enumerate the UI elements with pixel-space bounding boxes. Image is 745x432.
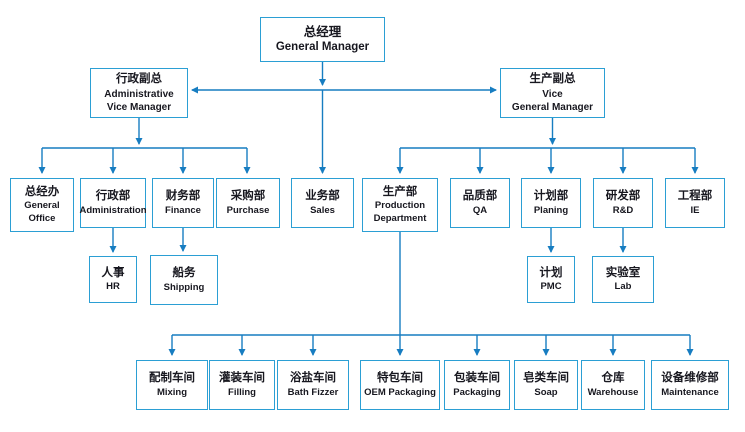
node-label-en: Finance bbox=[165, 204, 201, 216]
node-label-en: IE bbox=[690, 204, 700, 216]
org-node-production-department: 生产部 Production Department bbox=[362, 178, 438, 232]
node-label-zh: 配制车间 bbox=[149, 372, 195, 385]
node-label-en: Maintenance bbox=[661, 386, 719, 398]
node-label-en: Planing bbox=[533, 204, 569, 216]
node-label-zh: 计划部 bbox=[533, 190, 569, 203]
node-label-zh: 业务部 bbox=[305, 190, 340, 203]
node-label-en: Sales bbox=[310, 204, 335, 216]
node-label-zh: 实验室 bbox=[605, 266, 641, 279]
org-node-maintenance: 设备维修部 Maintenance bbox=[651, 360, 729, 410]
node-label-zh: 生产副总 bbox=[529, 73, 576, 86]
node-label-zh: 灌装车间 bbox=[219, 372, 265, 385]
node-label-en: Packaging bbox=[453, 386, 501, 398]
node-label-zh: 包装车间 bbox=[454, 372, 500, 385]
node-label-zh: 船务 bbox=[172, 267, 196, 280]
node-label-en: PMC bbox=[540, 281, 562, 293]
node-label-zh: 生产部 bbox=[382, 185, 418, 198]
org-node-bath-fizzer: 浴盐车间 Bath Fizzer bbox=[277, 360, 349, 410]
org-node-administrative-vice-manager: 行政副总 Administrative Vice Manager bbox=[90, 68, 188, 118]
node-label-zh: 特包车间 bbox=[377, 372, 423, 385]
node-label-en: Vice General Manager bbox=[511, 88, 594, 113]
org-node-packaging: 包装车间 Packaging bbox=[444, 360, 510, 410]
node-label-en: Filling bbox=[228, 386, 256, 398]
org-node-lab: 实验室 Lab bbox=[592, 256, 654, 303]
node-label-zh: 浴盐车间 bbox=[290, 372, 336, 385]
node-label-en: Shipping bbox=[163, 281, 205, 293]
node-label-en: R&D bbox=[612, 204, 634, 216]
node-label-en: HR bbox=[106, 281, 120, 293]
org-node-soap: 皂类车间 Soap bbox=[514, 360, 578, 410]
node-label-zh: 人事 bbox=[101, 266, 125, 279]
org-node-general-manager: 总经理 General Manager bbox=[260, 17, 385, 62]
node-label-en: Lab bbox=[614, 281, 632, 293]
org-node-planing: 计划部 Planing bbox=[521, 178, 581, 228]
node-label-zh: 计划 bbox=[539, 266, 563, 279]
node-label-zh: 总经办 bbox=[24, 185, 60, 198]
node-label-en: OEM Packaging bbox=[364, 386, 436, 398]
node-label-en: General Office bbox=[24, 200, 60, 224]
org-node-qa: 品质部 QA bbox=[450, 178, 510, 228]
node-label-zh: 工程部 bbox=[677, 190, 713, 203]
node-label-en: QA bbox=[472, 204, 488, 216]
org-node-sales: 业务部 Sales bbox=[291, 178, 354, 228]
node-label-en: Soap bbox=[534, 386, 558, 398]
org-node-hr: 人事 HR bbox=[89, 256, 137, 303]
org-node-shipping: 船务 Shipping bbox=[150, 255, 218, 305]
node-label-en: Administrative Vice Manager bbox=[104, 88, 174, 113]
node-label-zh: 总经理 bbox=[303, 24, 342, 39]
node-label-zh: 皂类车间 bbox=[523, 372, 569, 385]
org-node-oem-packaging: 特包车间 OEM Packaging bbox=[360, 360, 440, 410]
org-node-general-office: 总经办 General Office bbox=[10, 178, 74, 232]
node-label-en: General Manager bbox=[275, 41, 370, 54]
node-label-en: Bath Fizzer bbox=[287, 386, 339, 398]
org-node-purchase: 采购部 Purchase bbox=[216, 178, 280, 228]
node-label-zh: 财务部 bbox=[165, 190, 201, 203]
org-node-warehouse: 仓库 Warehouse bbox=[581, 360, 645, 410]
node-label-en: Warehouse bbox=[587, 386, 639, 398]
org-node-rd: 研发部 R&D bbox=[593, 178, 653, 228]
node-label-zh: 行政副总 bbox=[116, 73, 162, 86]
node-label-zh: 研发部 bbox=[605, 190, 641, 203]
org-node-vice-general-manager: 生产副总 Vice General Manager bbox=[500, 68, 605, 118]
org-node-administration: 行政部 Administration bbox=[79, 178, 147, 228]
node-label-zh: 采购部 bbox=[230, 190, 266, 203]
org-node-finance: 财务部 Finance bbox=[152, 178, 214, 228]
node-label-zh: 品质部 bbox=[462, 190, 498, 203]
node-label-zh: 行政部 bbox=[95, 190, 131, 203]
node-label-zh: 设备维修部 bbox=[661, 372, 719, 385]
org-node-filling: 灌装车间 Filling bbox=[209, 360, 275, 410]
node-label-zh: 仓库 bbox=[601, 372, 625, 385]
org-node-pmc: 计划 PMC bbox=[527, 256, 575, 303]
node-label-en: Production Department bbox=[373, 200, 427, 224]
node-label-en: Mixing bbox=[156, 386, 188, 398]
node-label-en: Administration bbox=[79, 204, 147, 216]
node-label-en: Purchase bbox=[226, 204, 270, 216]
org-node-ie: 工程部 IE bbox=[665, 178, 725, 228]
org-node-mixing: 配制车间 Mixing bbox=[136, 360, 208, 410]
